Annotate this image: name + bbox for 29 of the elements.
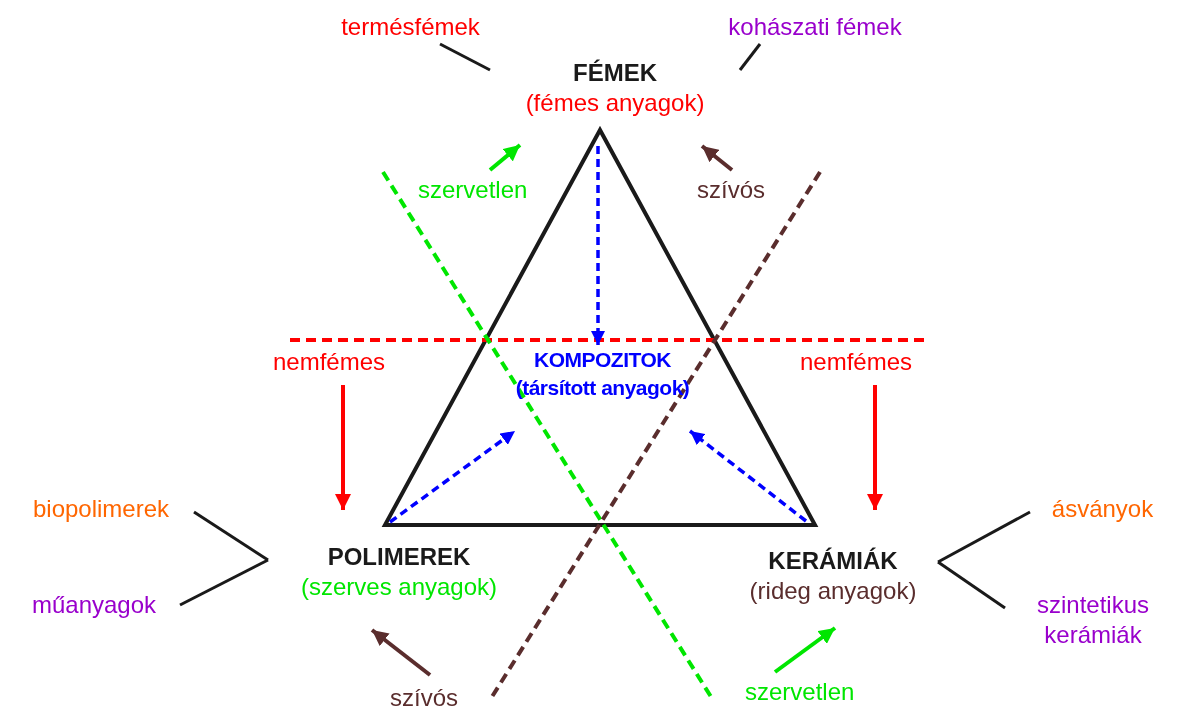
subtitle-text: (rideg anyagok) — [748, 576, 918, 606]
leader-line — [439, 42, 491, 72]
direction-label: szívós — [390, 683, 458, 710]
leader-line — [179, 558, 269, 607]
category-label: ásványok — [1030, 494, 1175, 526]
subtitle-text: (szerves anyagok) — [299, 572, 499, 602]
subtitle-text: (fémes anyagok) — [524, 88, 706, 118]
direction-label: nemfémes — [800, 347, 913, 377]
leader-line — [937, 560, 1006, 610]
arrow — [388, 429, 517, 524]
category-label: műanyagok — [8, 590, 180, 622]
direction-label: szervetlen — [418, 175, 528, 205]
subtitle-text: (társított anyagok) — [515, 375, 690, 400]
heading-text: FÉMEK — [572, 58, 658, 88]
category-label: szintetikus kerámiák — [1005, 590, 1181, 652]
heading-text: KOMPOZITOK — [533, 347, 672, 373]
arrow — [688, 429, 808, 523]
direction-label: nemfémes — [273, 347, 386, 377]
category-label: biopolimerek — [8, 494, 194, 526]
leader-line — [738, 43, 762, 71]
leader-line — [937, 510, 1031, 564]
category-label: termésfémek — [318, 12, 503, 44]
heading-text: KERÁMIÁK — [767, 546, 899, 576]
direction-label: szívós — [697, 175, 765, 205]
arrow — [591, 146, 605, 345]
leader-line — [193, 510, 269, 562]
heading-text: POLIMEREK — [326, 542, 472, 572]
category-label: kohászati fémek — [690, 12, 940, 44]
direction-label: szervetlen — [745, 677, 855, 707]
